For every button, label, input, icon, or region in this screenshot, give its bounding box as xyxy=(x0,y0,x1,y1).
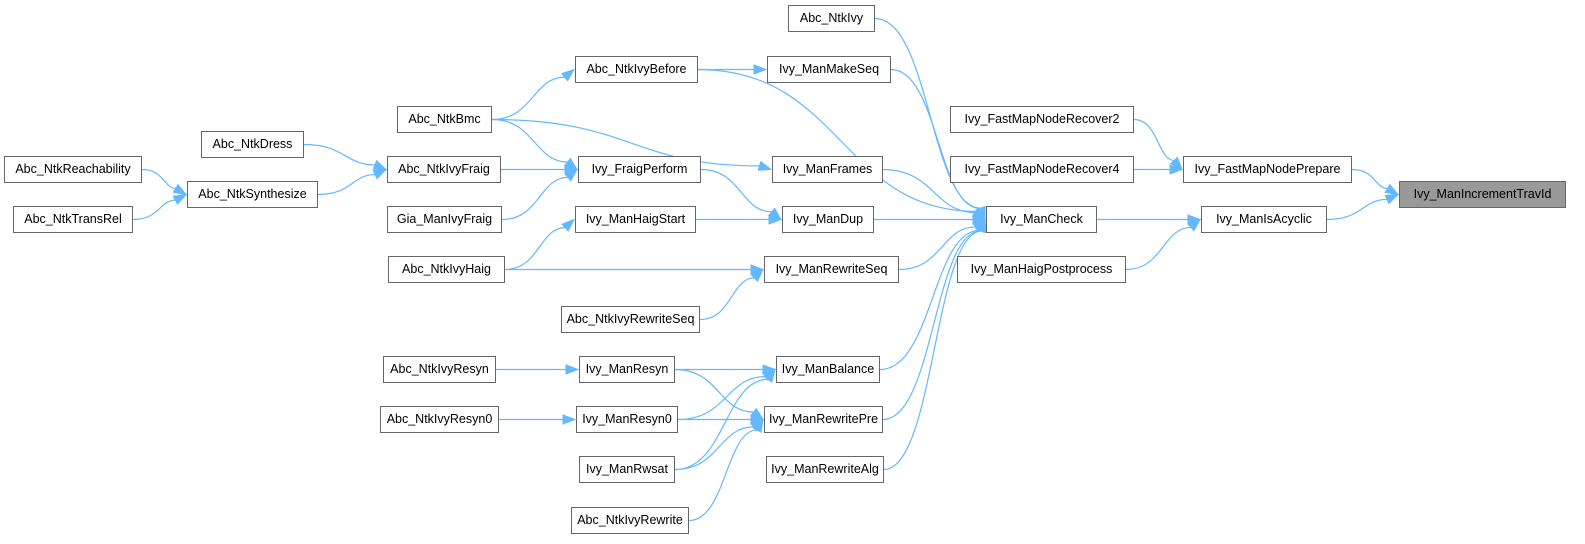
edge-resyn-to-rwpre xyxy=(674,368,754,413)
arrowhead-icon xyxy=(564,168,579,182)
edge-hpost-to-acyc xyxy=(1125,226,1191,271)
node-abc-ntkivyhaig[interactable]: Abc_NtkIvyHaig xyxy=(388,256,505,283)
arrowhead-icon xyxy=(561,218,576,232)
arrowhead-icon xyxy=(1384,183,1400,196)
edge-arw-to-rwpre xyxy=(688,429,758,522)
edge-bmc-to-fperf xyxy=(491,118,568,163)
node-abc-ntkreachability[interactable]: Abc_NtkReachability xyxy=(4,156,142,183)
node-abc-ntkivyfraig[interactable]: Abc_NtkIvyFraig xyxy=(387,156,501,183)
node-ivy-manresyn0[interactable]: Ivy_ManResyn0 xyxy=(576,406,678,433)
node-ivy-manbalance[interactable]: Ivy_ManBalance xyxy=(776,356,880,383)
node-ivy-manrewriteseq[interactable]: Ivy_ManRewriteSeq xyxy=(764,256,899,283)
node-ivy-manmakeseq[interactable]: Ivy_ManMakeSeq xyxy=(767,56,891,83)
edge-rwalg-to-check xyxy=(883,230,982,471)
arrowhead-icon xyxy=(565,364,580,375)
edge-fperf-to-dup xyxy=(700,168,772,213)
node-abc-ntktransrel[interactable]: Abc_NtkTransRel xyxy=(13,206,133,233)
node-abc-ntksynthesize[interactable]: Abc_NtkSynthesize xyxy=(187,181,318,208)
edge-mkseq-to-check xyxy=(890,68,981,210)
node-ivy-manhaigstart[interactable]: Ivy_ManHaigStart xyxy=(575,206,696,233)
edge-prep-to-root xyxy=(1351,168,1388,190)
node-ivy-manrewritealg[interactable]: Ivy_ManRewriteAlg xyxy=(766,456,884,483)
arrowhead-icon xyxy=(753,64,768,75)
arrowhead-icon xyxy=(372,168,388,180)
node-abc-ntkivybefore[interactable]: Abc_NtkIvyBefore xyxy=(575,56,698,83)
edge-rwsat-to-rwpre xyxy=(674,426,754,471)
node-ivy-manresyn[interactable]: Ivy_ManResyn xyxy=(579,356,675,383)
arrowhead-icon xyxy=(172,193,188,206)
node-ivy-fastmapnoderecover2[interactable]: Ivy_FastMapNodeRecover2 xyxy=(950,106,1134,133)
node-abc-ntkivyrewrite[interactable]: Abc_NtkIvyRewrite xyxy=(571,507,689,534)
arrowhead-icon xyxy=(1169,164,1184,175)
edge-bmc-to-before xyxy=(491,76,565,121)
arrowhead-icon xyxy=(561,68,576,82)
edge-rwsat-to-bal xyxy=(674,378,769,471)
arrowhead-icon xyxy=(1384,193,1400,205)
node-ivy-fastmapnodeprepare[interactable]: Ivy_FastMapNodePrepare xyxy=(1183,156,1352,183)
edge-gfraig-to-fperf xyxy=(501,176,568,221)
node-gia-manivyfraig[interactable]: Gia_ManIvyFraig xyxy=(387,206,502,233)
node-abc-ntkdress[interactable]: Abc_NtkDress xyxy=(201,131,304,158)
arrowhead-icon xyxy=(757,160,773,171)
arrowhead-icon xyxy=(768,214,783,225)
node-ivy-manrewritepre[interactable]: Ivy_ManRewritePre xyxy=(764,406,883,433)
arrowhead-icon xyxy=(763,368,776,383)
edge-acyc-to-root xyxy=(1326,198,1388,221)
edge-resyn0-to-bal xyxy=(677,375,766,421)
node-abc-ntkivyresyn[interactable]: Abc_NtkIvyResyn xyxy=(383,356,496,383)
node-ivy-manrwsat[interactable]: Ivy_ManRwsat xyxy=(579,456,675,483)
node-abc-ntkivyresyn0[interactable]: Abc_NtkIvyResyn0 xyxy=(380,406,499,433)
edge-rec2-to-prep xyxy=(1133,118,1175,162)
edge-before-to-check xyxy=(697,68,977,212)
arrowhead-icon xyxy=(976,218,987,233)
edge-rwpre-to-check xyxy=(882,230,981,421)
arrowhead-icon xyxy=(562,414,577,425)
node-ivy-manincrementtravid: Ivy_ManIncrementTravId xyxy=(1399,181,1566,208)
node-abc-ntkivyrewriteseq[interactable]: Abc_NtkIvyRewriteSeq xyxy=(561,306,700,333)
edge-reach-to-synth xyxy=(141,168,176,189)
node-ivy-fraigperform[interactable]: Ivy_FraigPerform xyxy=(578,156,701,183)
edge-arwseq-to-rwseq xyxy=(699,277,755,321)
edge-rwseq-to-check xyxy=(898,226,976,271)
arrowhead-icon xyxy=(1169,156,1183,171)
edge-bmc-to-frames xyxy=(491,118,760,167)
edge-trans-to-synth xyxy=(132,199,176,221)
edge-bal-to-check xyxy=(879,229,980,371)
node-ivy-fastmapnoderecover4[interactable]: Ivy_FastMapNodeRecover4 xyxy=(950,156,1134,183)
node-ivy-manframes[interactable]: Ivy_ManFrames xyxy=(772,156,883,183)
node-abc-ntkbmc[interactable]: Abc_NtkBmc xyxy=(397,106,492,133)
edge-dress-to-afraig xyxy=(303,143,375,166)
node-ivy-mancheck[interactable]: Ivy_ManCheck xyxy=(986,206,1097,233)
arrowhead-icon xyxy=(752,418,764,433)
edge-synth-to-afraig xyxy=(317,173,376,196)
arrowhead-icon xyxy=(172,183,188,196)
edge-frames-to-check xyxy=(882,168,976,214)
arrowhead-icon xyxy=(372,159,388,171)
arrowhead-icon xyxy=(750,268,765,282)
node-abc-ntkivy[interactable]: Abc_NtkIvy xyxy=(788,5,875,32)
node-ivy-manisacyclic[interactable]: Ivy_ManIsAcyclic xyxy=(1201,206,1327,233)
node-ivy-mandup[interactable]: Ivy_ManDup xyxy=(782,206,874,233)
node-ivy-manhaigpostprocess[interactable]: Ivy_ManHaigPostprocess xyxy=(957,256,1126,283)
edge-ahaig-to-hstart xyxy=(504,227,566,271)
arrowhead-icon xyxy=(1187,218,1202,232)
